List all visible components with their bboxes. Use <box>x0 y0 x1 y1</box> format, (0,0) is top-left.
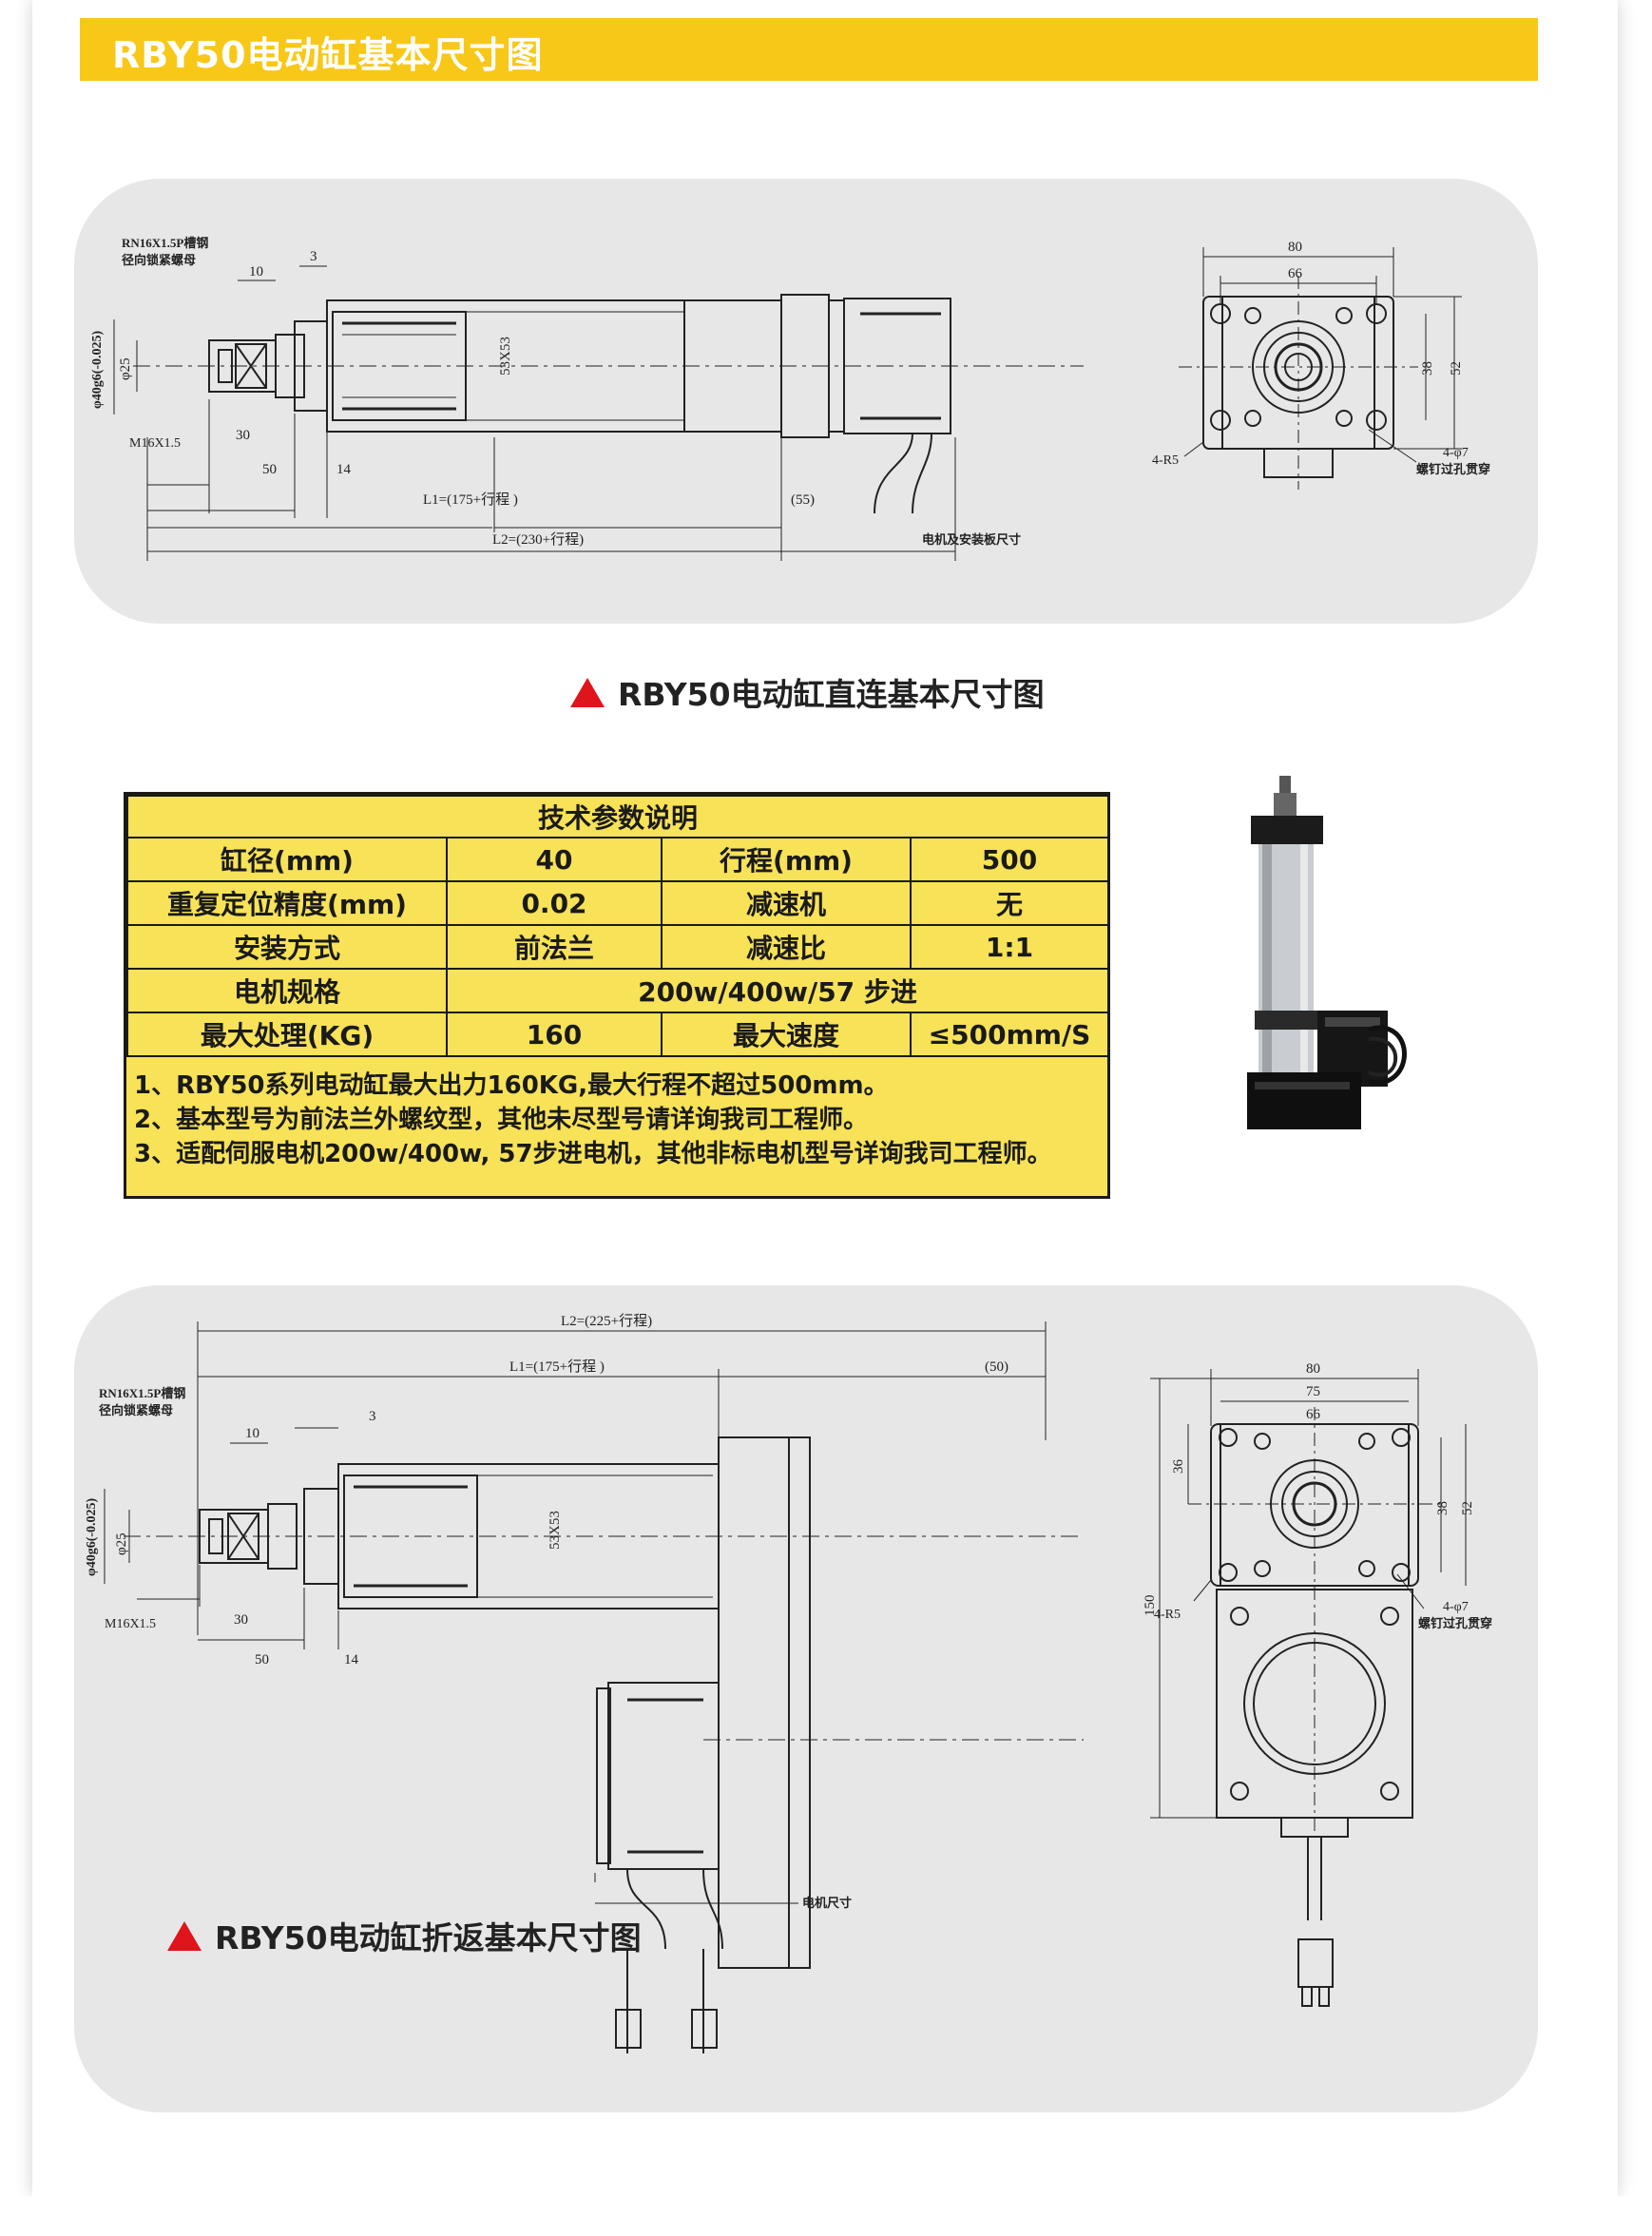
product-image <box>1247 776 1407 1129</box>
spec-table: 技术参数说明 缸径(mm) 40 行程(mm) 500 重复定位精度(mm) 0… <box>124 792 1110 1199</box>
side-36: 36 <box>1171 1459 1186 1475</box>
dim-50: 50 <box>262 462 277 477</box>
dim-25: φ25 <box>118 357 133 380</box>
spec-cell: 重复定位精度(mm) <box>126 880 448 926</box>
side-66: 66 <box>1288 266 1303 281</box>
spec-cell: 1:1 <box>909 924 1110 970</box>
folded-end-view: 80 75 66 36 38 52 150 4-R5 4-φ7 螺钉过孔贯穿 <box>1143 1361 1492 2007</box>
dim-l2: L2=(225+行程) <box>561 1313 652 1329</box>
side-38: 38 <box>1420 361 1435 376</box>
spec-cell: 减速比 <box>661 924 912 970</box>
dim-m16: M16X1.5 <box>129 436 181 451</box>
side-150: 150 <box>1143 1595 1158 1617</box>
dim-l2: L2=(230+行程) <box>492 531 584 548</box>
thread-note-2: 径向锁紧螺母 <box>122 253 196 267</box>
dim-10: 10 <box>245 1426 259 1441</box>
spec-notes: 1、RBY50系列电动缸最大出力160KG,最大行程不超过500mm。 2、基本… <box>126 1057 1107 1171</box>
side-52: 52 <box>1449 361 1464 376</box>
page-bottom-margin <box>0 2196 1652 2236</box>
spec-cell: 减速机 <box>661 880 912 926</box>
triangle-marker-icon <box>167 1920 202 1951</box>
dim-bore: φ40g6(-0.025) <box>90 330 105 409</box>
dim-3: 3 <box>369 1409 376 1424</box>
holes-note: 螺钉过孔贯穿 <box>1416 462 1490 476</box>
dim-l1: L1=(175+行程 ) <box>423 492 518 508</box>
spec-cell: 行程(mm) <box>661 837 912 882</box>
thread-note: RN16X1.5P槽钢 <box>122 236 208 250</box>
dim-3: 3 <box>310 249 317 264</box>
spec-cell: 无 <box>909 880 1110 926</box>
spec-cell: 200w/400w/57 步进 <box>445 968 1110 1013</box>
spec-cell: 电机规格 <box>126 968 448 1013</box>
side-66: 66 <box>1306 1407 1321 1422</box>
figure-1-caption: RBY50电动缸直连基本尺寸图 <box>570 669 1045 715</box>
triangle-marker-icon <box>570 677 605 707</box>
figure-2-caption: RBY50电动缸折返基本尺寸图 <box>167 1913 642 1958</box>
spec-cell: 最大处理(KG) <box>126 1012 448 1057</box>
section-title: RBY50电动缸基本尺寸图 <box>112 34 544 76</box>
dim-30: 30 <box>236 428 250 443</box>
spec-cell: 160 <box>446 1012 663 1057</box>
spec-cell: 0.02 <box>446 880 663 926</box>
side-38: 38 <box>1435 1501 1450 1515</box>
dim-50: 50 <box>255 1652 269 1667</box>
r5-label: 4-R5 <box>1154 1608 1181 1622</box>
direct-drive-side-view: RN16X1.5P槽钢 径向锁紧螺母 10 3 φ40g6(-0.025) φ2… <box>90 236 1084 561</box>
dim-m16: M16X1.5 <box>105 1617 156 1631</box>
spec-cell: 缸径(mm) <box>126 837 448 882</box>
motor-note: 电机及安装板尺寸 <box>922 532 1021 547</box>
dim-14: 14 <box>336 462 352 477</box>
spec-cell: 安装方式 <box>126 924 448 970</box>
r5-label: 4-R5 <box>1152 453 1179 468</box>
figure-2-caption-text: RBY50电动缸折返基本尺寸图 <box>215 1919 642 1956</box>
dim-l1: L1=(175+行程 ) <box>509 1359 605 1375</box>
spec-cell: 前法兰 <box>446 924 663 970</box>
profile-label: 53X53 <box>498 337 513 376</box>
spec-cell: 40 <box>446 837 663 882</box>
folded-side-view: L2=(225+行程) L1=(175+行程 ) (50) RN16X1.5P槽… <box>85 1313 1084 2053</box>
holes-label: 4-φ7 <box>1443 446 1469 460</box>
profile-label: 53X53 <box>547 1511 563 1550</box>
side-80: 80 <box>1288 240 1302 255</box>
side-80: 80 <box>1306 1361 1320 1377</box>
dim-30: 30 <box>234 1612 248 1628</box>
thread-note-2: 径向锁紧螺母 <box>99 1403 173 1417</box>
spec-note: 3、适配伺服电机200w/400w, 57步进电机，其他非标电机型号详询我司工程… <box>134 1140 1052 1168</box>
holes-note: 螺钉过孔贯穿 <box>1418 1616 1492 1630</box>
side-75: 75 <box>1306 1384 1320 1399</box>
dim-14: 14 <box>344 1652 359 1667</box>
direct-drive-end-view: 80 66 38 52 4-R5 4-φ7 螺钉过孔贯穿 <box>1152 240 1490 490</box>
spec-cell: 最大速度 <box>661 1012 912 1057</box>
motor-note: 电机尺寸 <box>802 1896 852 1910</box>
dim-25: φ25 <box>114 1532 129 1555</box>
side-52: 52 <box>1460 1501 1475 1515</box>
spec-note: 2、基本型号为前法兰外螺纹型，其他未尽型号请详询我司工程师。 <box>134 1106 869 1134</box>
spec-title: 技术参数说明 <box>125 795 1110 838</box>
dim-bore: φ40g6(-0.025) <box>85 1497 99 1576</box>
holes-label: 4-φ7 <box>1443 1600 1469 1614</box>
dim-50b: (50) <box>985 1359 1008 1375</box>
section-header: RBY50电动缸基本尺寸图 <box>80 18 1538 81</box>
thread-note: RN16X1.5P槽钢 <box>99 1386 185 1400</box>
dim-10: 10 <box>249 264 263 280</box>
dim-55: (55) <box>791 492 815 508</box>
spec-note: 1、RBY50系列电动缸最大出力160KG,最大行程不超过500mm。 <box>134 1071 889 1100</box>
figure-1-caption-text: RBY50电动缸直连基本尺寸图 <box>618 676 1045 713</box>
spec-cell: 500 <box>909 837 1110 882</box>
spec-cell: ≤500mm/S <box>909 1012 1110 1057</box>
